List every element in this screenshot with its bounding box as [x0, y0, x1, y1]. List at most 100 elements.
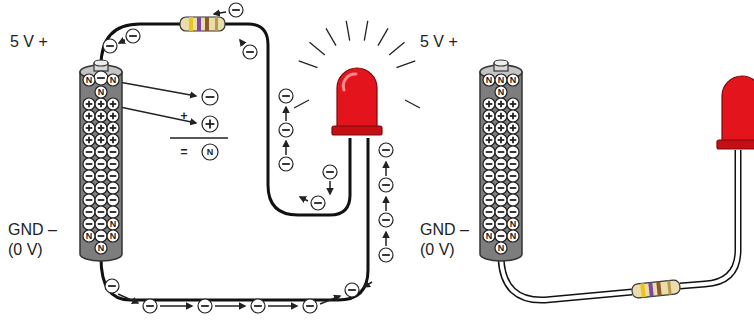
charge-circle: [507, 98, 519, 110]
flow-arrow: [385, 197, 387, 211]
battery-body: [480, 72, 522, 261]
electron-sign: [382, 219, 390, 221]
charge-circle: [507, 230, 519, 242]
electron-sign: [146, 305, 154, 307]
charge-circle: [483, 74, 495, 86]
electron-sign: [486, 199, 493, 201]
flow-arrow: [119, 40, 125, 43]
charge-circle: [495, 218, 507, 230]
electron-sign: [282, 129, 290, 131]
electron-sign: [306, 305, 314, 307]
neutral-label: N: [498, 88, 505, 97]
charge-circle: [95, 86, 107, 98]
proton-sign: [88, 101, 90, 108]
charge-circle: [83, 206, 95, 218]
flow-arrow: [285, 141, 287, 155]
charge-circle: [379, 248, 393, 262]
flow-arrow: [268, 305, 297, 307]
charge-circle: [95, 122, 107, 134]
charge-circle: [105, 279, 119, 293]
charge-circle: [95, 110, 107, 122]
battery-body: [80, 72, 122, 261]
neutral-label: N: [510, 76, 517, 85]
charge-circle: [495, 74, 507, 86]
neutral-label: N: [486, 232, 493, 241]
proton-sign: [512, 101, 514, 108]
electron-sign: [86, 187, 93, 189]
electron-sign: [486, 163, 493, 165]
flow-arrow: [364, 282, 372, 287]
charge-circle: [379, 178, 393, 192]
charge-circle: [107, 170, 119, 182]
neutral-label: N: [86, 232, 93, 241]
charge-circle: [495, 194, 507, 206]
proton-sign: [512, 137, 514, 144]
charge-circle: [107, 218, 119, 230]
flow-arrow: [118, 294, 138, 303]
charge-circle: [143, 299, 157, 313]
sum-line: [170, 137, 228, 139]
charge-circle: [95, 242, 107, 254]
charge-circle: [507, 146, 519, 158]
proton-sign: [500, 137, 502, 144]
electron-sign: [86, 175, 93, 177]
proton-sign: [100, 137, 102, 144]
charge-circle: [202, 144, 218, 160]
electron-sign: [106, 45, 114, 47]
charge-circle: [95, 146, 107, 158]
flow-arrow: [320, 296, 340, 304]
charge-circle: [229, 3, 243, 17]
neutral-label: N: [486, 76, 493, 85]
wire: [101, 138, 368, 300]
flow-arrow: [385, 162, 387, 176]
charge-circle: [507, 194, 519, 206]
light-ray: [294, 100, 309, 108]
electron-sign: [486, 151, 493, 153]
light-ray: [405, 100, 420, 108]
charge-circle: [103, 39, 117, 53]
electron-sign: [110, 151, 117, 153]
proton-sign: [512, 113, 514, 120]
proton-sign: [488, 125, 490, 132]
battery-symbol: [80, 60, 122, 261]
flow-arrow: [214, 12, 226, 14]
electron-sign: [97, 77, 105, 79]
electron-sign: [498, 187, 505, 189]
proton-sign: [88, 125, 90, 132]
charge-circle: [95, 158, 107, 170]
resistor-symbol: [180, 17, 225, 31]
light-ray: [389, 42, 404, 55]
charge-circle: [95, 182, 107, 194]
charge-circle: [83, 134, 95, 146]
charge-circle: [107, 134, 119, 146]
light-rays: [294, 21, 420, 108]
electron-sign: [510, 199, 517, 201]
charge-circle: [95, 134, 107, 146]
charge-circle: [202, 89, 218, 105]
charge-circle: [483, 170, 495, 182]
charge-circle: [483, 146, 495, 158]
flow-arrow: [215, 305, 245, 307]
charge-circle: [107, 74, 119, 86]
charge-circle: [94, 71, 108, 85]
electron-sign: [98, 151, 105, 153]
charge-circle: [83, 218, 95, 230]
electron-sign: [232, 9, 240, 11]
proton-sign: [112, 137, 114, 144]
flow-arrow: [285, 107, 287, 121]
charge-circle: [507, 110, 519, 122]
charge-circle: [483, 122, 495, 134]
charge-circle: [483, 110, 495, 122]
charge-circle: [95, 194, 107, 206]
electron-sign: [201, 305, 209, 307]
charge-circle: [507, 206, 519, 218]
electron-sign: [382, 149, 390, 151]
voltage-label: GND –: [8, 222, 57, 238]
electron-sign: [486, 187, 493, 189]
charge-circle: [83, 170, 95, 182]
electron-sign: [98, 211, 105, 213]
charge-circle: [83, 230, 95, 242]
light-ray: [299, 61, 318, 68]
electron-sign: [486, 223, 493, 225]
proton-sign: [488, 113, 490, 120]
